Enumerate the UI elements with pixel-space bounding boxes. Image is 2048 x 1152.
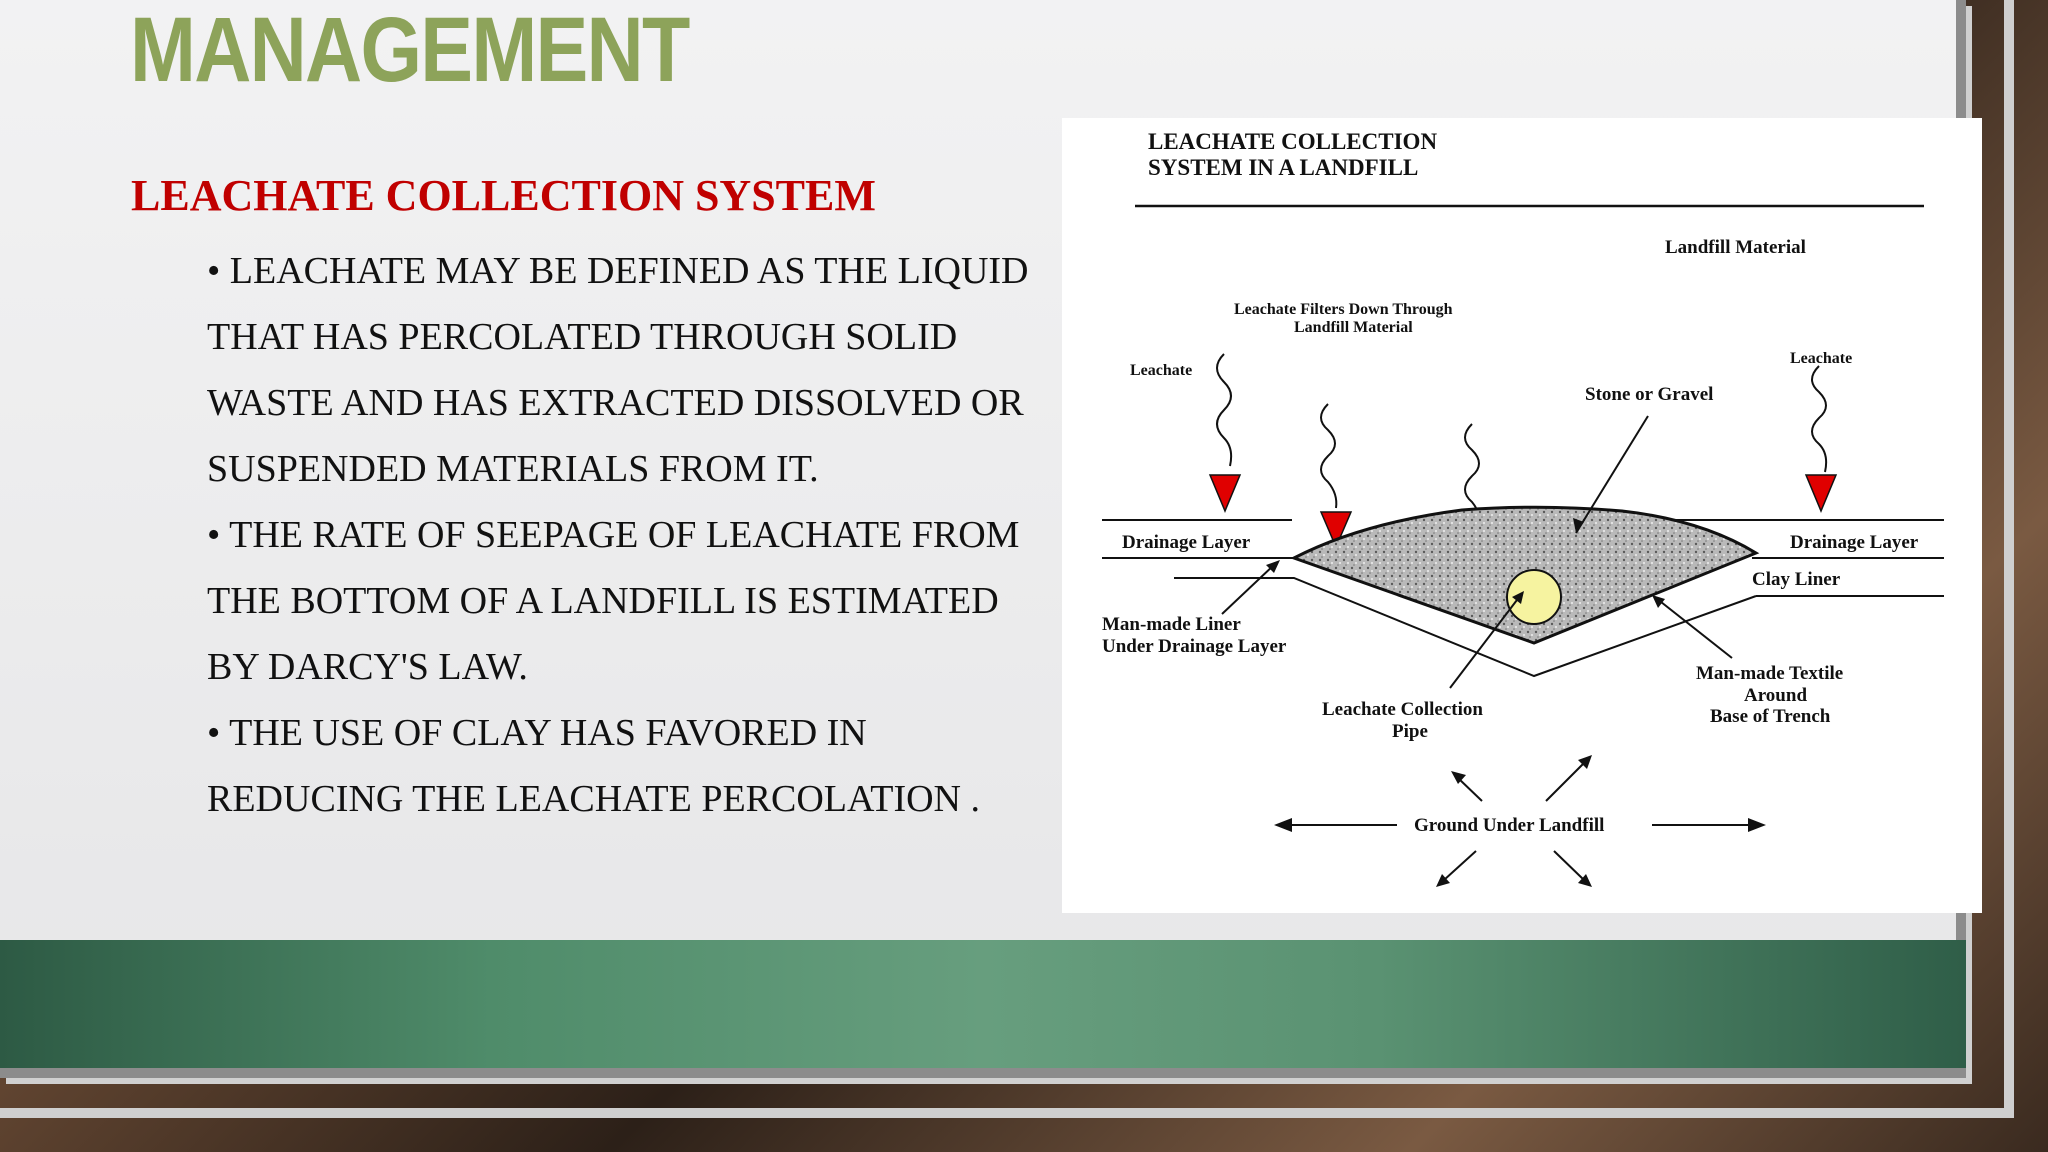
label-drainage-left: Drainage Layer <box>1122 532 1251 553</box>
label-manmade-liner-line2: Under Drainage Layer <box>1102 636 1287 657</box>
label-clay-liner: Clay Liner <box>1752 569 1841 590</box>
ground-arrow-line <box>1457 777 1483 802</box>
pointer-line <box>1575 415 1649 534</box>
label-textile-line3: Base of Trench <box>1710 706 1831 727</box>
slide-title: MANAGEMENT <box>130 0 690 101</box>
ground-arrow-line <box>1443 850 1477 881</box>
bullet-list: • LEACHATE MAY BE DEFINED AS THE LIQUID … <box>207 238 1047 832</box>
label-filters-line2: Landfill Material <box>1294 319 1413 336</box>
ground-arrow-line <box>1553 850 1585 881</box>
label-textile-line1: Man-made Textile <box>1696 663 1843 684</box>
ground-arrow-down-right-icon <box>1578 874 1592 887</box>
label-collection-pipe-line1: Leachate Collection <box>1322 699 1483 720</box>
bullet-item: • THE USE OF CLAY HAS FAVORED IN REDUCIN… <box>207 712 980 820</box>
section-heading: LEACHATE COLLECTION SYSTEM <box>131 171 876 220</box>
ground-arrow-line <box>1545 762 1585 802</box>
pointer-arrow-icon <box>1573 518 1584 533</box>
label-textile-line2: Around <box>1744 685 1807 706</box>
leachate-diagram-svg: LEACHATE COLLECTION SYSTEM IN A LANDFILL… <box>1102 129 1944 887</box>
label-leachate-left: Leachate <box>1130 362 1192 379</box>
ground-arrow-down-left-icon <box>1436 874 1450 887</box>
leachate-diagram: LEACHATE COLLECTION SYSTEM IN A LANDFILL… <box>1062 118 1982 913</box>
collection-pipe <box>1506 569 1562 625</box>
ground-arrow-left-icon <box>1274 818 1292 832</box>
bullet-item: • LEACHATE MAY BE DEFINED AS THE LIQUID … <box>207 250 1029 490</box>
label-collection-pipe-line2: Pipe <box>1392 721 1428 742</box>
red-arrow-icon <box>1319 511 1353 549</box>
diagram-title-line2: SYSTEM IN A LANDFILL <box>1148 155 1418 180</box>
pointer-arrow-icon <box>1652 595 1665 608</box>
bullet-item: • THE RATE OF SEEPAGE OF LEACHATE FROM T… <box>207 514 1020 688</box>
ground-arrow-right-icon <box>1748 818 1766 832</box>
leachate-drip-line <box>1320 403 1338 509</box>
label-ground: Ground Under Landfill <box>1414 815 1604 836</box>
pointer-line <box>1221 563 1276 615</box>
label-manmade-liner-line1: Man-made Liner <box>1102 614 1241 635</box>
ground-arrow-up-right-icon <box>1578 755 1592 769</box>
leachate-drip-line <box>1811 365 1828 473</box>
label-leachate-right: Leachate <box>1790 350 1852 367</box>
pointer-arrow-icon <box>1266 560 1280 573</box>
pointer-arrow-icon <box>1512 591 1524 604</box>
red-arrow-icon <box>1208 474 1242 513</box>
pointer-line <box>1449 595 1521 689</box>
clay-liner-line <box>1174 577 1757 678</box>
ground-arrow-up-left-icon <box>1451 771 1466 784</box>
slide: MANAGEMENT LEACHATE COLLECTION SYSTEM • … <box>0 0 1966 1078</box>
label-drainage-right: Drainage Layer <box>1790 532 1919 553</box>
label-filters-line1: Leachate Filters Down Through <box>1234 301 1453 318</box>
footer-band <box>0 940 1966 1068</box>
diagram-title-line1: LEACHATE COLLECTION <box>1148 129 1437 154</box>
label-landfill-material: Landfill Material <box>1665 237 1806 258</box>
pointer-line <box>1655 597 1733 659</box>
red-arrow-icon <box>1804 474 1838 513</box>
label-stone-gravel: Stone or Gravel <box>1585 384 1713 405</box>
leachate-drip-line <box>1216 353 1233 467</box>
